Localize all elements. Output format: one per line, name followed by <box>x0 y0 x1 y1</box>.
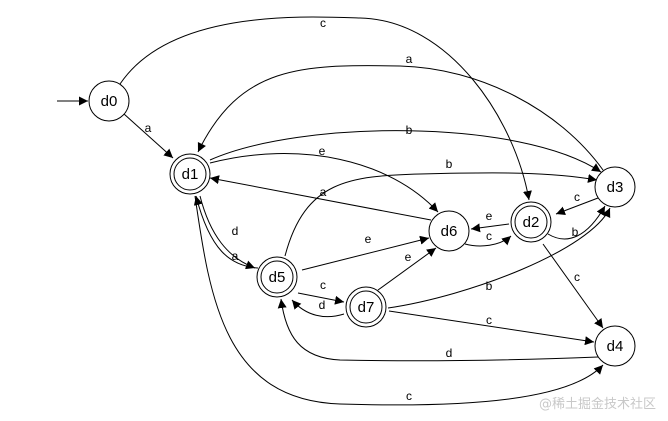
edge-label-d7-d4: c <box>486 313 492 327</box>
edge-d6-d1 <box>209 175 432 221</box>
edge-label-d7-d6: e <box>405 250 412 264</box>
state-label-d0: d0 <box>101 93 118 110</box>
state-label-d5: d5 <box>269 269 286 286</box>
edge-d5-d1 <box>193 195 259 269</box>
edge-d7-d3 <box>387 207 611 309</box>
state-d7: d7 <box>345 286 387 328</box>
edge-label-d2-d3: b <box>572 225 579 239</box>
edge-label-d0-d1: a <box>145 121 152 135</box>
edge-d3-d2 <box>555 197 599 216</box>
state-label-d4: d4 <box>607 338 624 355</box>
edge-label-d5-d3: b <box>446 157 453 171</box>
state-label-d7: d7 <box>358 299 375 316</box>
edge-label-d3-d2: c <box>574 190 580 204</box>
state-label-d1: d1 <box>182 166 199 183</box>
edge-d4-d5 <box>277 298 599 362</box>
edge-label-d2-d4: c <box>574 270 580 284</box>
state-circle-d0 <box>88 80 130 122</box>
accepting-ring-d5 <box>260 260 294 294</box>
edge-d2-d3 <box>547 205 606 240</box>
edge-label-d6-d1: a <box>320 185 327 199</box>
edge-label-d0-d2: c <box>320 16 326 30</box>
edge-label-d1-d3: b <box>406 123 413 137</box>
state-circle-d4 <box>594 325 636 367</box>
edge-d1-d5 <box>199 195 256 270</box>
edge-label-d5-d7: c <box>320 278 326 292</box>
state-d2: d2 <box>510 201 552 243</box>
state-circle-d3 <box>594 166 636 208</box>
state-label-d6: d6 <box>441 223 458 240</box>
state-d6: d6 <box>428 210 470 252</box>
edge-label-d1-d5: d <box>232 224 239 238</box>
accepting-ring-d2 <box>514 205 548 239</box>
accepting-ring-d1 <box>173 157 207 191</box>
edge-label-d3-d1: a <box>406 52 413 66</box>
edge-d5-d7 <box>297 292 345 305</box>
state-d1: d1 <box>169 153 211 195</box>
edge-label-d1-d6: e <box>319 144 326 158</box>
state-d0: d0 <box>88 80 130 122</box>
edge-d1-d3 <box>209 130 602 173</box>
edge-d1-d4 <box>194 195 604 406</box>
edge-d3-d1 <box>197 65 604 171</box>
edge-label-d6-d2: c <box>486 229 492 243</box>
state-d3: d3 <box>594 166 636 208</box>
state-circle-d6 <box>428 210 470 252</box>
state-label-d3: d3 <box>607 179 624 196</box>
edge-d5-d6 <box>301 235 430 271</box>
edge-d5-d3 <box>284 172 598 257</box>
state-d4: d4 <box>594 325 636 367</box>
edge-d0-d1 <box>123 113 174 159</box>
edge-d6-d2 <box>464 235 512 247</box>
edge-d7-d5 <box>291 299 345 318</box>
edge-d1-d6 <box>209 153 439 213</box>
accepting-ring-d7 <box>349 290 383 324</box>
edge-d0-d2 <box>119 16 532 201</box>
watermark: @稀土掘金技术社区 <box>538 397 656 412</box>
edge-label-d5-d6: e <box>365 232 372 246</box>
edge-label-d7-d3: b <box>486 279 493 293</box>
edge-label-d4-d5: d <box>446 346 453 360</box>
edge-d2-d4 <box>542 243 604 329</box>
edge-label-d1-d4: c <box>406 389 412 403</box>
state-d5: d5 <box>256 256 298 298</box>
edge-d7-d6 <box>377 247 437 291</box>
edge-label-d2-d6: e <box>486 209 493 223</box>
state-label-d2: d2 <box>523 214 540 231</box>
edge-d7-d4 <box>388 310 595 346</box>
edge-label-d7-d5: d <box>319 298 326 312</box>
edge-d2-d6 <box>470 223 510 233</box>
edge-label-d5-d1: a <box>232 249 239 263</box>
